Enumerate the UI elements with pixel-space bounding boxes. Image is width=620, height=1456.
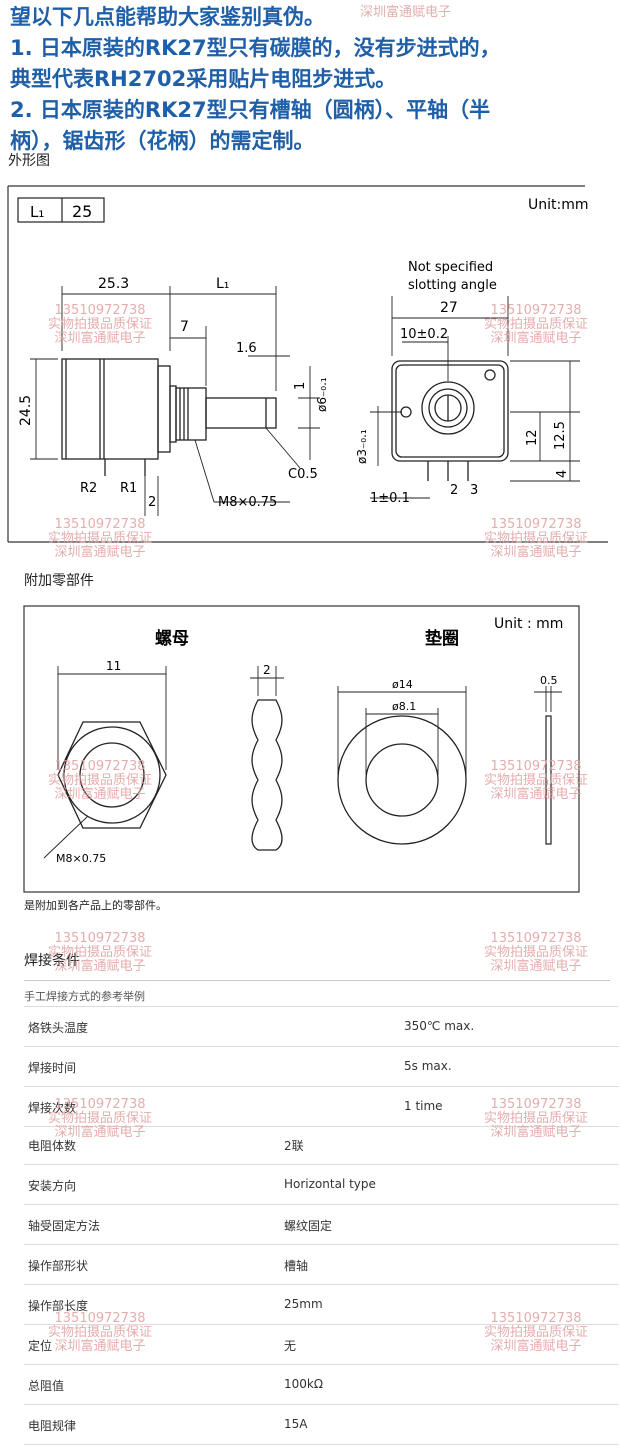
table-row: 操作部长度 25mm xyxy=(24,1284,619,1325)
nut-title: 螺母 xyxy=(155,629,189,649)
washer-inner-diameter: ø8.1 xyxy=(392,700,416,713)
dim-1pm: 1±0.1 xyxy=(370,491,410,506)
accessories-section-label: 附加零部件 xyxy=(24,573,94,589)
row-key: 电阻体数 xyxy=(28,1139,77,1153)
row-value: 350℃ max. xyxy=(404,1019,475,1033)
row-value: 1 time xyxy=(404,1099,443,1113)
row-key: 操作部长度 xyxy=(28,1299,89,1313)
dim-4: 4 xyxy=(555,470,570,478)
row-value: 无 xyxy=(284,1339,297,1353)
washer-outer-diameter: ø14 xyxy=(392,678,413,691)
row-key: 定位 xyxy=(28,1339,53,1353)
solder-divider xyxy=(24,1006,618,1007)
table-row: 焊接时间 5s max. xyxy=(24,1046,619,1087)
table-row: 电阻体数 2联 xyxy=(24,1124,619,1165)
row-key: 焊接次数 xyxy=(28,1101,77,1115)
row-value: 2联 xyxy=(284,1139,304,1153)
dim-m8: M8×0.75 xyxy=(218,495,277,510)
intro-line: 2. 日本原装的RK27型只有槽轴（圆柄）、平轴（半 xyxy=(10,98,491,122)
nut-width: 11 xyxy=(106,659,121,673)
accessories-drawing: Unit : mm 螺母 垫圈 11 M8×0.75 2 ø14 ø8.1 xyxy=(23,605,580,893)
watermark: 深圳富通赋电子 xyxy=(360,5,452,20)
dim-24-5: 24.5 xyxy=(18,395,34,426)
intro-text: 望以下几点能帮助大家鉴别真伪。 1. 日本原装的RK27型只有碳膜的，没有步进式… xyxy=(10,2,615,157)
row-value: 5s max. xyxy=(404,1059,452,1073)
accessories-note: 是附加到各产品上的零部件。 xyxy=(24,899,167,912)
pin-r2: R2 xyxy=(80,481,97,496)
table-row: 轴受固定方法 螺纹固定 xyxy=(24,1204,619,1245)
slotting-note-1: Not specified xyxy=(408,260,493,275)
dim-7: 7 xyxy=(180,319,189,335)
table-row: 安装方向 Horizontal type xyxy=(24,1164,619,1205)
dim-10: 10±0.2 xyxy=(400,327,448,342)
accessories-unit: Unit : mm xyxy=(494,616,563,632)
solder-divider xyxy=(24,980,610,981)
dim-12-5: 12.5 xyxy=(553,421,568,450)
solder-subtitle: 手工焊接方式的参考举例 xyxy=(24,990,145,1003)
row-key: 轴受固定方法 xyxy=(28,1219,101,1233)
row-value: 100kΩ xyxy=(284,1377,324,1391)
row-key: 焊接时间 xyxy=(28,1061,77,1075)
row-value: 槽轴 xyxy=(284,1259,309,1273)
dim-l1: L₁ xyxy=(216,276,229,292)
row-value: Horizontal type xyxy=(284,1177,376,1191)
outline-section-label: 外形图 xyxy=(8,153,50,169)
intro-line: 柄），锯齿形（花柄）的需定制。 xyxy=(10,129,315,153)
row-value: 螺纹固定 xyxy=(284,1219,333,1233)
l1-label: L₁ xyxy=(30,203,44,221)
table-row: 总阻值 100kΩ xyxy=(24,1364,619,1405)
row-value: 25mm xyxy=(284,1297,323,1311)
dim-body-length: 25.3 xyxy=(98,276,129,292)
pin-label-3: 3 xyxy=(470,483,478,498)
row-key: 安装方向 xyxy=(28,1179,77,1193)
dim-1-6: 1.6 xyxy=(236,341,257,356)
washer-title: 垫圈 xyxy=(425,628,459,649)
table-row: 电阻规律 15A xyxy=(24,1404,619,1445)
dim-3-diameter: ø3₋₀.₁ xyxy=(355,429,369,464)
intro-line: 1. 日本原装的RK27型只有碳膜的，没有步进式的， xyxy=(10,36,501,60)
dim-c0-5: C0.5 xyxy=(288,467,318,482)
intro-line: 望以下几点能帮助大家鉴别真伪。 xyxy=(10,5,325,29)
dim-27: 27 xyxy=(440,300,458,316)
l1-value: 25 xyxy=(72,202,92,221)
washer-thickness: 0.5 xyxy=(540,674,558,687)
table-row: 操作部形状 槽轴 xyxy=(24,1244,619,1285)
pin-r1: R1 xyxy=(120,481,137,496)
table-row: 焊接次数 1 time xyxy=(24,1086,619,1127)
row-key: 电阻规律 xyxy=(28,1419,77,1433)
row-key: 烙铁头温度 xyxy=(28,1021,89,1035)
unit-label: Unit:mm xyxy=(528,197,589,213)
dim-shaft-diameter: ø6₋₀.₁ xyxy=(315,377,329,412)
table-row: 定位 无 xyxy=(24,1324,619,1365)
nut-thickness: 2 xyxy=(263,663,271,677)
outline-drawing: L₁ 25 Unit:mm xyxy=(7,185,608,543)
dim-1: 1 xyxy=(293,382,308,390)
dim-12: 12 xyxy=(525,429,540,446)
slotting-note-2: slotting angle xyxy=(408,278,497,293)
dim-2: 2 xyxy=(148,495,156,510)
nut-thread: M8×0.75 xyxy=(56,852,106,865)
row-key: 操作部形状 xyxy=(28,1259,89,1273)
intro-line: 典型代表RH2702采用贴片电阻步进式。 xyxy=(10,67,397,91)
row-value: 15A xyxy=(284,1417,308,1431)
row-key: 总阻值 xyxy=(28,1379,65,1393)
pin-label-2: 2 xyxy=(450,483,458,498)
table-row: 烙铁头温度 350℃ max. xyxy=(24,1006,619,1047)
solder-title: 焊接条件 xyxy=(24,953,80,969)
